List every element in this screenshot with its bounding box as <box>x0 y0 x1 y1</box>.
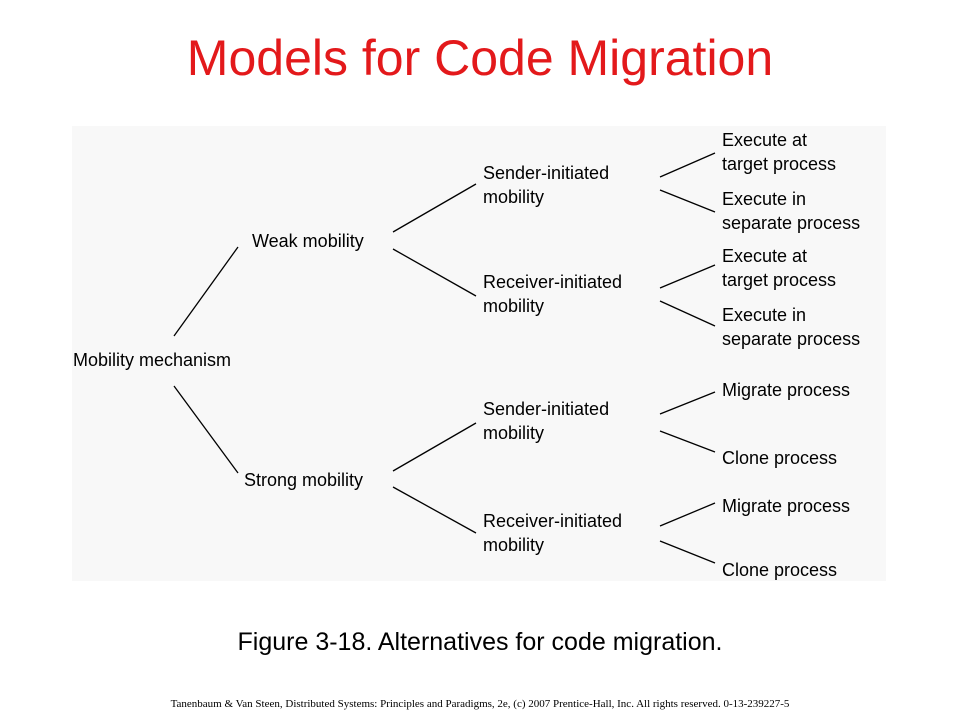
node-label-line1: Execute at <box>722 130 808 150</box>
leaf-ss-migrate-process: Migrate process <box>722 378 850 402</box>
node-label-line2: mobility <box>483 423 545 443</box>
node-label: Clone process <box>722 448 838 468</box>
node-label: Mobility mechanism <box>73 350 232 370</box>
connector-wr-leaf2 <box>659 300 716 327</box>
connector-strong-receiver <box>392 486 477 534</box>
node-label-line2: mobility <box>483 535 545 555</box>
node-strong-receiver-initiated: Receiver-initiated mobility <box>483 509 622 557</box>
connector-root-strong <box>173 385 239 474</box>
connector-strong-sender <box>392 422 477 472</box>
connector-ws-leaf2 <box>659 189 716 213</box>
node-weak-sender-initiated: Sender-initiated mobility <box>483 161 609 209</box>
node-label: Weak mobility <box>252 231 364 251</box>
leaf-sr-clone-process: Clone process <box>722 558 837 582</box>
node-weak-mobility: Weak mobility <box>252 229 364 253</box>
leaf-wr-execute-in-separate: Execute in separate process <box>722 303 860 351</box>
copyright-footer: Tanenbaum & Van Steen, Distributed Syste… <box>170 698 790 710</box>
node-mobility-mechanism: Mobility mechanism <box>73 348 231 372</box>
diagram-panel <box>72 126 886 581</box>
node-label-line2: mobility <box>483 187 545 207</box>
node-strong-mobility: Strong mobility <box>244 468 363 492</box>
leaf-sr-migrate-process: Migrate process <box>722 494 850 518</box>
node-label-line1: Receiver-initiated <box>483 511 623 531</box>
node-label: Migrate process <box>722 380 851 400</box>
node-weak-receiver-initiated: Receiver-initiated mobility <box>483 270 622 318</box>
connector-sr-leaf1 <box>659 502 716 527</box>
node-label: Strong mobility <box>244 470 364 490</box>
leaf-ss-clone-process: Clone process <box>722 446 837 470</box>
connector-ws-leaf1 <box>659 152 716 178</box>
node-label: Migrate process <box>722 496 851 516</box>
node-label-line1: Sender-initiated <box>483 163 610 183</box>
connector-ss-leaf1 <box>659 391 716 415</box>
node-label-line2: mobility <box>483 296 545 316</box>
node-label-line2: target process <box>722 154 837 174</box>
connector-wr-leaf1 <box>659 264 716 289</box>
node-label-line1: Execute in <box>722 189 807 209</box>
connector-ss-leaf2 <box>659 430 716 453</box>
node-label-line2: separate process <box>722 213 861 233</box>
node-label-line2: target process <box>722 270 837 290</box>
leaf-ws-execute-at-target: Execute at target process <box>722 128 836 176</box>
node-label-line1: Receiver-initiated <box>483 272 623 292</box>
connector-root-weak <box>173 246 239 337</box>
node-strong-sender-initiated: Sender-initiated mobility <box>483 397 609 445</box>
node-label-line1: Execute at <box>722 246 808 266</box>
figure-caption: Figure 3-18. Alternatives for code migra… <box>237 628 723 656</box>
slide-title: Models for Code Migration <box>186 30 774 86</box>
node-label: Clone process <box>722 560 838 580</box>
connector-sr-leaf2 <box>659 540 716 564</box>
leaf-ws-execute-in-separate: Execute in separate process <box>722 187 860 235</box>
connector-weak-sender <box>392 183 477 233</box>
connector-weak-receiver <box>392 248 477 297</box>
node-label-line1: Execute in <box>722 305 807 325</box>
leaf-wr-execute-at-target: Execute at target process <box>722 244 836 292</box>
node-label-line2: separate process <box>722 329 861 349</box>
node-label-line1: Sender-initiated <box>483 399 610 419</box>
